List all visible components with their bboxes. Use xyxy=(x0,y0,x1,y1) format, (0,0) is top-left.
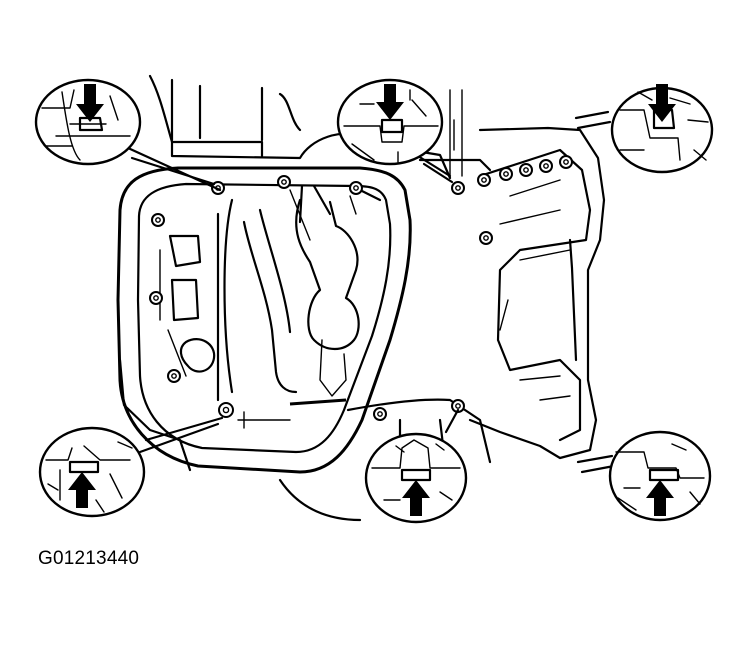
callout-top-right xyxy=(610,84,714,174)
arrow-down-icon xyxy=(76,84,104,122)
arrow-up-icon xyxy=(402,480,430,516)
figure-code: G01213440 xyxy=(38,548,140,569)
arrow-up-icon xyxy=(646,480,674,516)
callout-bottom-left xyxy=(38,426,146,518)
sealant-lines xyxy=(237,89,463,429)
oil-pan-flange xyxy=(116,166,412,474)
arrow-down-icon xyxy=(648,84,676,122)
callout-leaders xyxy=(126,110,616,474)
callout-top-center xyxy=(336,78,444,166)
arrow-up-icon xyxy=(68,472,96,508)
callout-bottom-center xyxy=(364,432,468,524)
arrow-down-icon xyxy=(376,84,404,120)
flange-bolts xyxy=(149,155,573,421)
callout-bottom-right xyxy=(608,430,712,522)
callout-top-left xyxy=(34,78,142,166)
